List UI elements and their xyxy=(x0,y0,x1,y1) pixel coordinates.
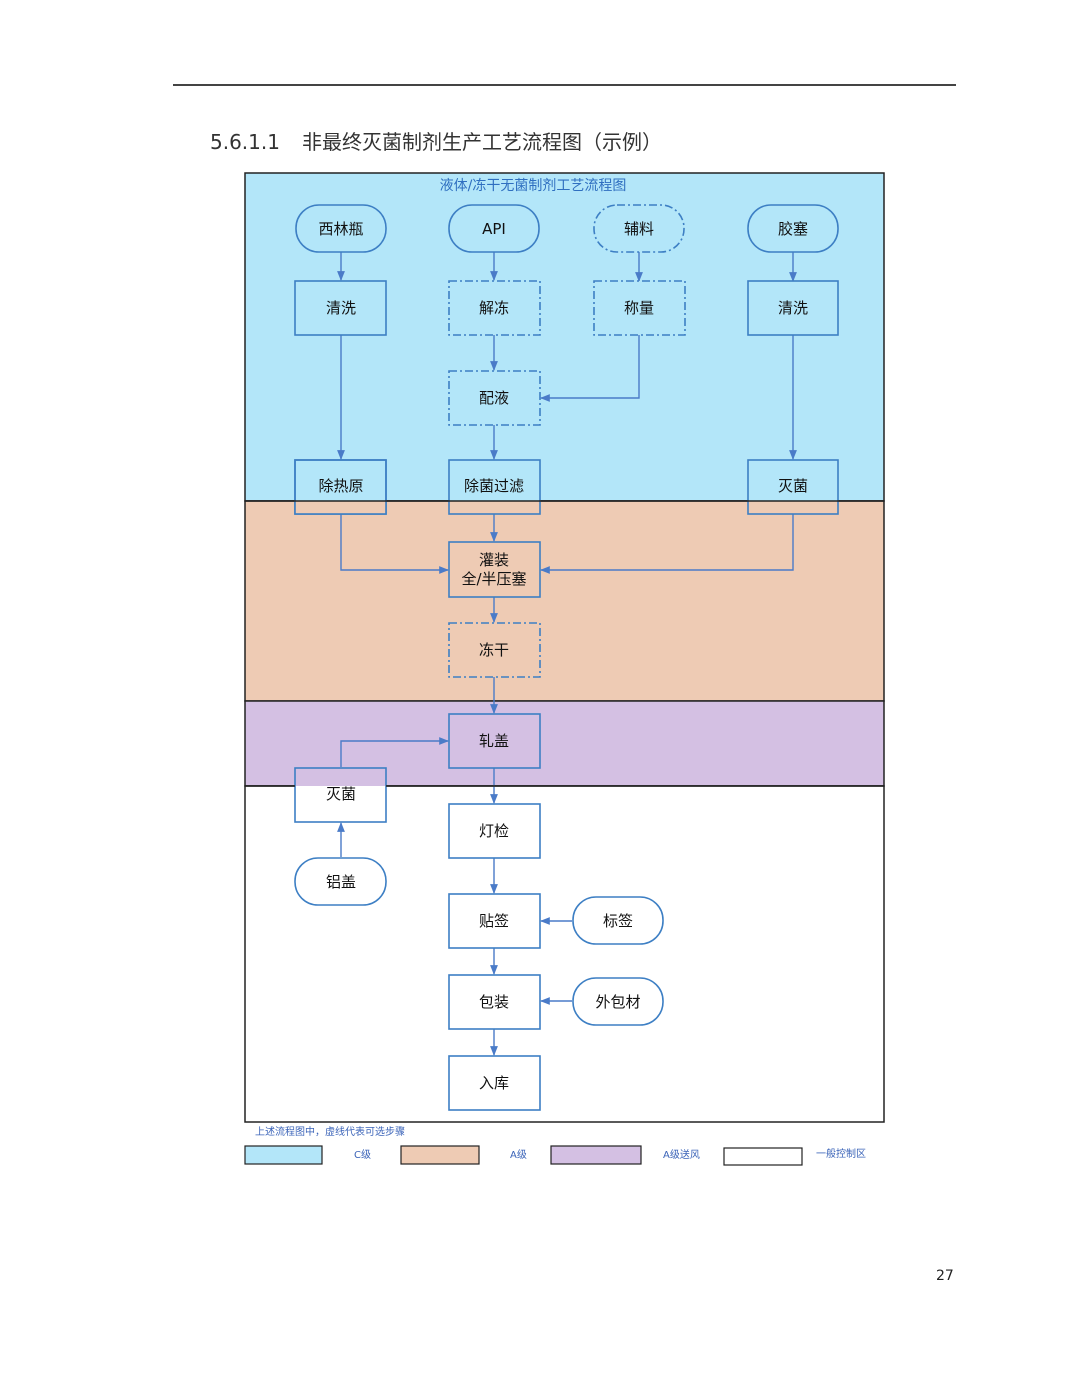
node-baozhuang: 包装 xyxy=(448,974,541,1030)
legend-swatch-a xyxy=(400,1145,480,1165)
diagram-note: 上述流程图中，虚线代表可选步骤 xyxy=(255,1125,405,1138)
node-qingxi-2-label: 清洗 xyxy=(778,299,808,317)
node-donggan-label: 冻干 xyxy=(479,641,509,659)
section-heading: 5.6.1.1 非最终灭菌制剂生产工艺流程图（示例） xyxy=(210,126,662,155)
arrow-churexyuan-guanzhuang xyxy=(340,514,449,574)
node-chengliang-label: 称量 xyxy=(624,299,654,317)
node-biaoqian: 标签 xyxy=(572,896,664,945)
legend-swatch-a-air xyxy=(550,1145,642,1165)
node-chujun-guolv: 除菌过滤 xyxy=(448,459,541,515)
node-miejun-2: 灭菌 xyxy=(294,767,387,823)
node-jiaosai: 胶塞 xyxy=(747,204,839,253)
arrow-miejun2-zhagai xyxy=(340,737,449,767)
node-fuliao: 辅料 xyxy=(593,204,685,253)
node-jiedong-label: 解冻 xyxy=(479,299,509,317)
arrow-miejun-guanzhuang xyxy=(540,514,794,574)
node-miejun-1: 灭菌 xyxy=(747,459,839,515)
diagram-title: 液体/冻干无菌制剂工艺流程图 xyxy=(440,177,627,194)
page-number: 27 xyxy=(936,1268,954,1284)
header-rule xyxy=(173,84,956,86)
node-dengjian-label: 灯检 xyxy=(479,822,509,840)
legend-label-general: 一般控制区 xyxy=(816,1147,866,1160)
node-qingxi-2: 清洗 xyxy=(747,280,839,336)
section-number: 5.6.1.1 xyxy=(210,130,280,154)
node-lvgai-label: 铝盖 xyxy=(326,873,356,891)
legend-label-a: A级 xyxy=(510,1149,527,1161)
node-biaoqian-label: 标签 xyxy=(603,912,633,930)
node-jiaosai-label: 胶塞 xyxy=(778,220,808,238)
node-peiye-label: 配液 xyxy=(479,389,509,407)
node-waibaocai-label: 外包材 xyxy=(595,993,640,1011)
node-lvgai: 铝盖 xyxy=(294,857,387,906)
node-churexyuan: 除热原 xyxy=(294,459,387,515)
zone-a-grade xyxy=(244,500,885,702)
node-api-label: API xyxy=(482,220,506,238)
node-tieqian: 贴签 xyxy=(448,893,541,949)
node-zhagai: 轧盖 xyxy=(448,713,541,769)
node-waibaocai: 外包材 xyxy=(572,977,664,1026)
node-guanzhuang: 灌装 全/半压塞 xyxy=(448,541,541,598)
node-qingxi-1-label: 清洗 xyxy=(326,299,356,317)
legend: C级 A级 A级送风 一般控制区 xyxy=(244,1145,866,1166)
node-xilinping: 西林瓶 xyxy=(295,204,387,253)
node-api: API xyxy=(448,204,540,253)
node-tieqian-label: 贴签 xyxy=(479,912,509,930)
node-qingxi-1: 清洗 xyxy=(294,280,387,336)
node-miejun-2-label: 灭菌 xyxy=(326,785,356,803)
node-chengliang: 称量 xyxy=(593,280,686,336)
node-baozhuang-label: 包装 xyxy=(479,993,509,1011)
node-dengjian: 灯检 xyxy=(448,803,541,859)
node-zhagai-label: 轧盖 xyxy=(479,732,509,750)
legend-swatch-general xyxy=(723,1147,803,1166)
node-jiedong: 解冻 xyxy=(448,280,541,336)
node-churexyuan-label: 除热原 xyxy=(318,477,363,495)
section-title: 非最终灭菌制剂生产工艺流程图（示例） xyxy=(301,130,662,154)
legend-label-c: C级 xyxy=(354,1149,371,1161)
arrow-chengliang-peiye xyxy=(540,335,640,402)
node-fuliao-label: 辅料 xyxy=(624,220,654,238)
node-ruku: 入库 xyxy=(448,1055,541,1111)
legend-label-a-air: A级送风 xyxy=(663,1148,700,1161)
node-guanzhuang-label-1: 灌装 xyxy=(479,551,509,569)
node-peiye: 配液 xyxy=(448,370,541,426)
node-ruku-label: 入库 xyxy=(479,1074,509,1092)
node-chujun-guolv-label: 除菌过滤 xyxy=(464,477,524,495)
legend-swatch-c xyxy=(244,1145,323,1165)
node-donggan: 冻干 xyxy=(448,622,541,678)
connectors xyxy=(337,252,797,1056)
node-guanzhuang-label-2: 全/半压塞 xyxy=(461,570,526,588)
node-miejun-1-label: 灭菌 xyxy=(778,477,808,495)
zone-general-control xyxy=(244,785,885,1123)
node-xilinping-label: 西林瓶 xyxy=(318,220,363,238)
